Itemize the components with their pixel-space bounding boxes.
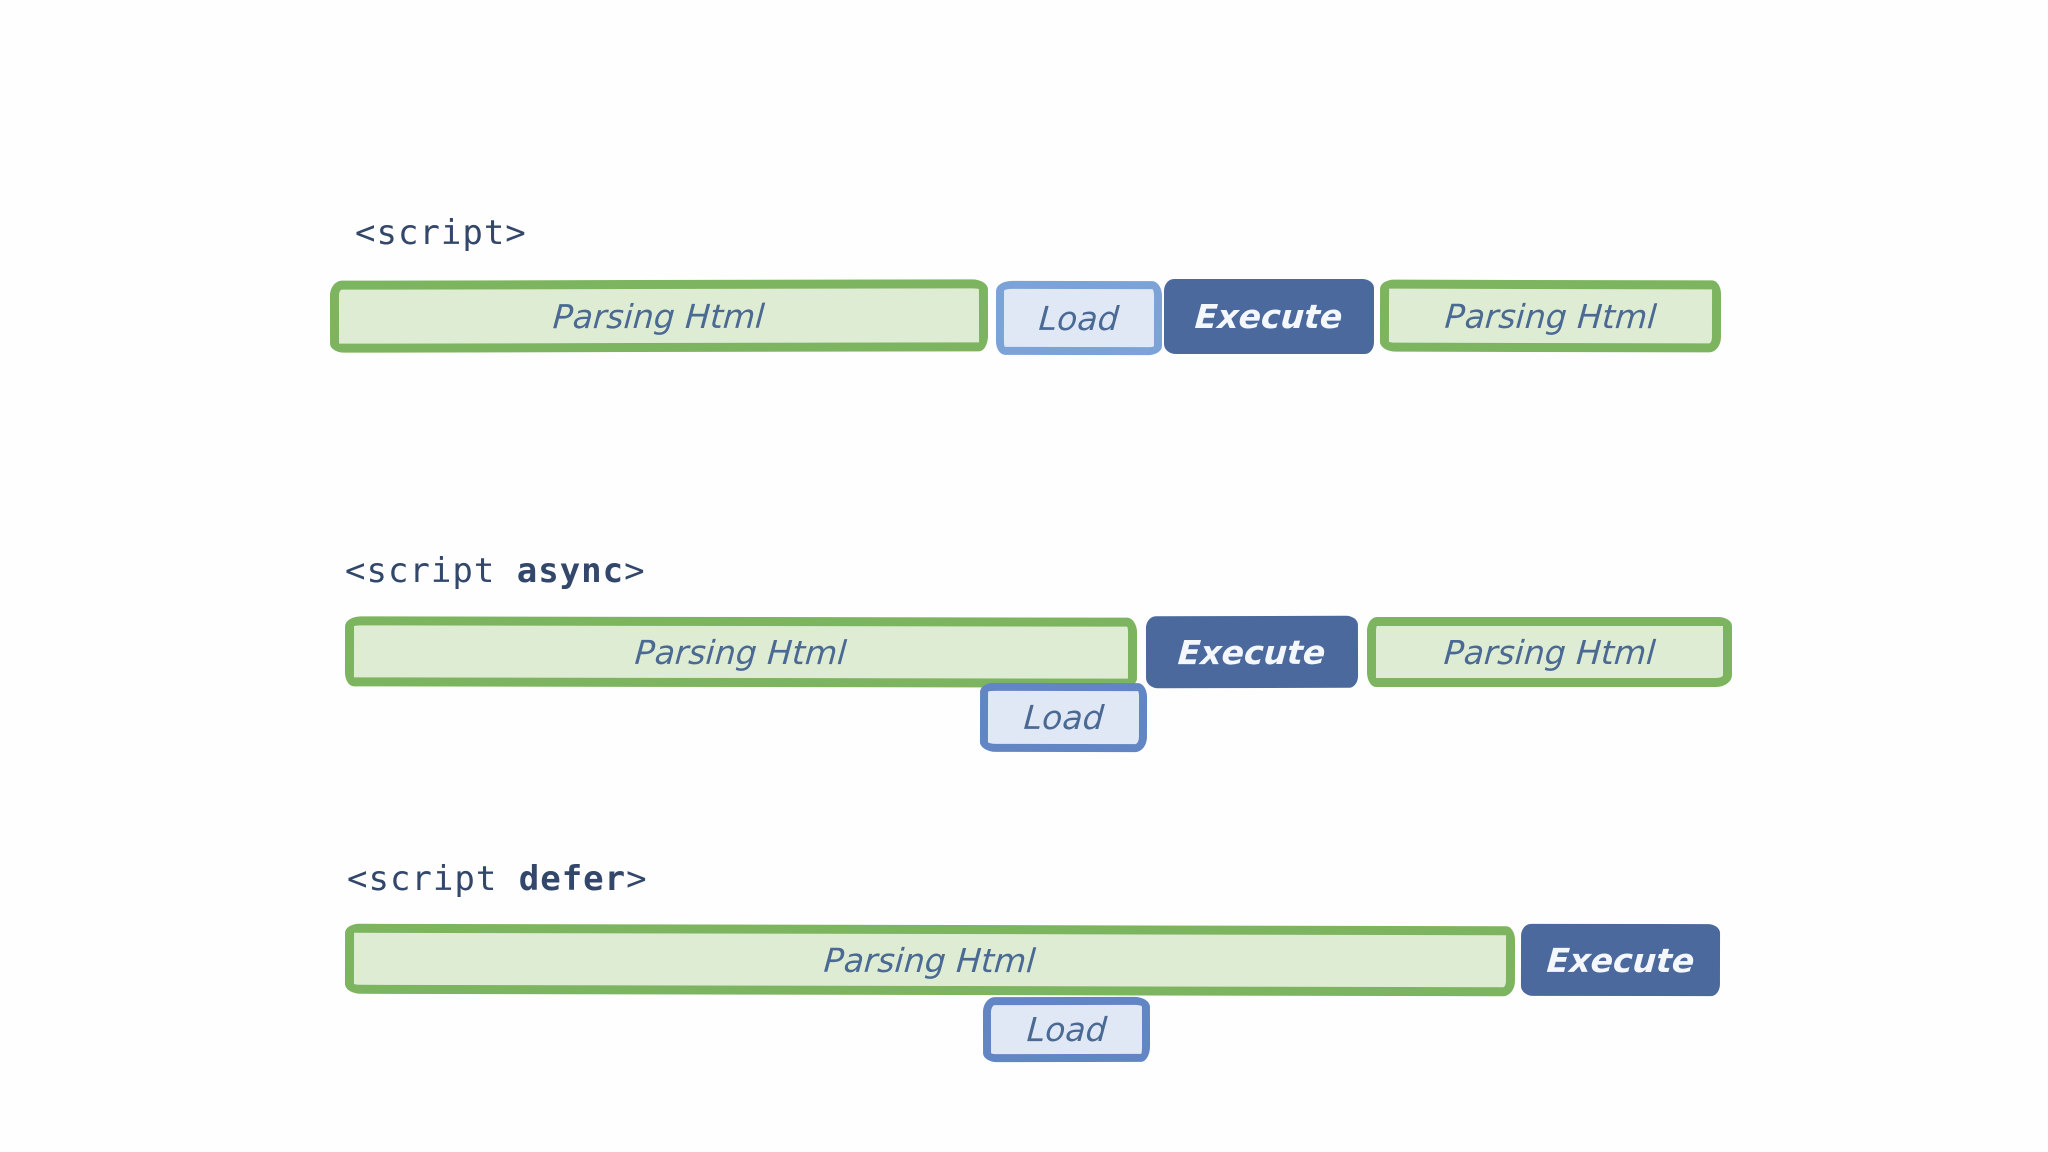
parsing-html-bar: Parsing Html: [1367, 617, 1732, 687]
execute-label: Execute: [1176, 632, 1328, 672]
load-label: Load: [1037, 298, 1121, 338]
code-label-keyword: defer: [518, 859, 627, 899]
execute-label: Execute: [1193, 297, 1345, 336]
execute-bar: Execute: [1164, 279, 1374, 354]
code-label-script-defer: <script defer>: [347, 859, 648, 899]
code-label-post: >: [626, 859, 648, 899]
execute-bar: Execute: [1520, 923, 1721, 997]
load-bar: Load: [995, 280, 1163, 356]
code-label-keyword: async: [516, 551, 625, 591]
code-label-pre: <script: [345, 551, 517, 591]
code-label-pre: <script: [347, 859, 519, 899]
code-label-script: <script>: [355, 213, 527, 253]
parsing-html-label: Parsing Html: [1443, 296, 1658, 336]
parsing-html-bar: Parsing Html: [344, 923, 1516, 997]
parsing-html-bar: Parsing Html: [344, 616, 1138, 688]
code-label-post: >: [505, 213, 527, 253]
code-label-post: >: [624, 551, 646, 591]
parsing-html-label: Parsing Html: [633, 632, 849, 672]
parsing-html-bar: Parsing Html: [1379, 279, 1722, 353]
parsing-html-bar: Parsing Html: [329, 279, 989, 353]
code-label-script-async: <script async>: [345, 551, 646, 591]
load-label: Load: [1025, 1009, 1108, 1050]
load-bar: Load: [982, 996, 1151, 1063]
code-label-pre: <script: [355, 213, 506, 253]
parsing-html-label: Parsing Html: [822, 940, 1038, 980]
load-bar: Load: [979, 682, 1148, 753]
execute-bar: Execute: [1145, 615, 1359, 689]
load-label: Load: [1022, 697, 1105, 738]
parsing-html-label: Parsing Html: [1442, 632, 1657, 672]
execute-label: Execute: [1545, 940, 1696, 980]
parsing-html-label: Parsing Html: [551, 296, 767, 336]
